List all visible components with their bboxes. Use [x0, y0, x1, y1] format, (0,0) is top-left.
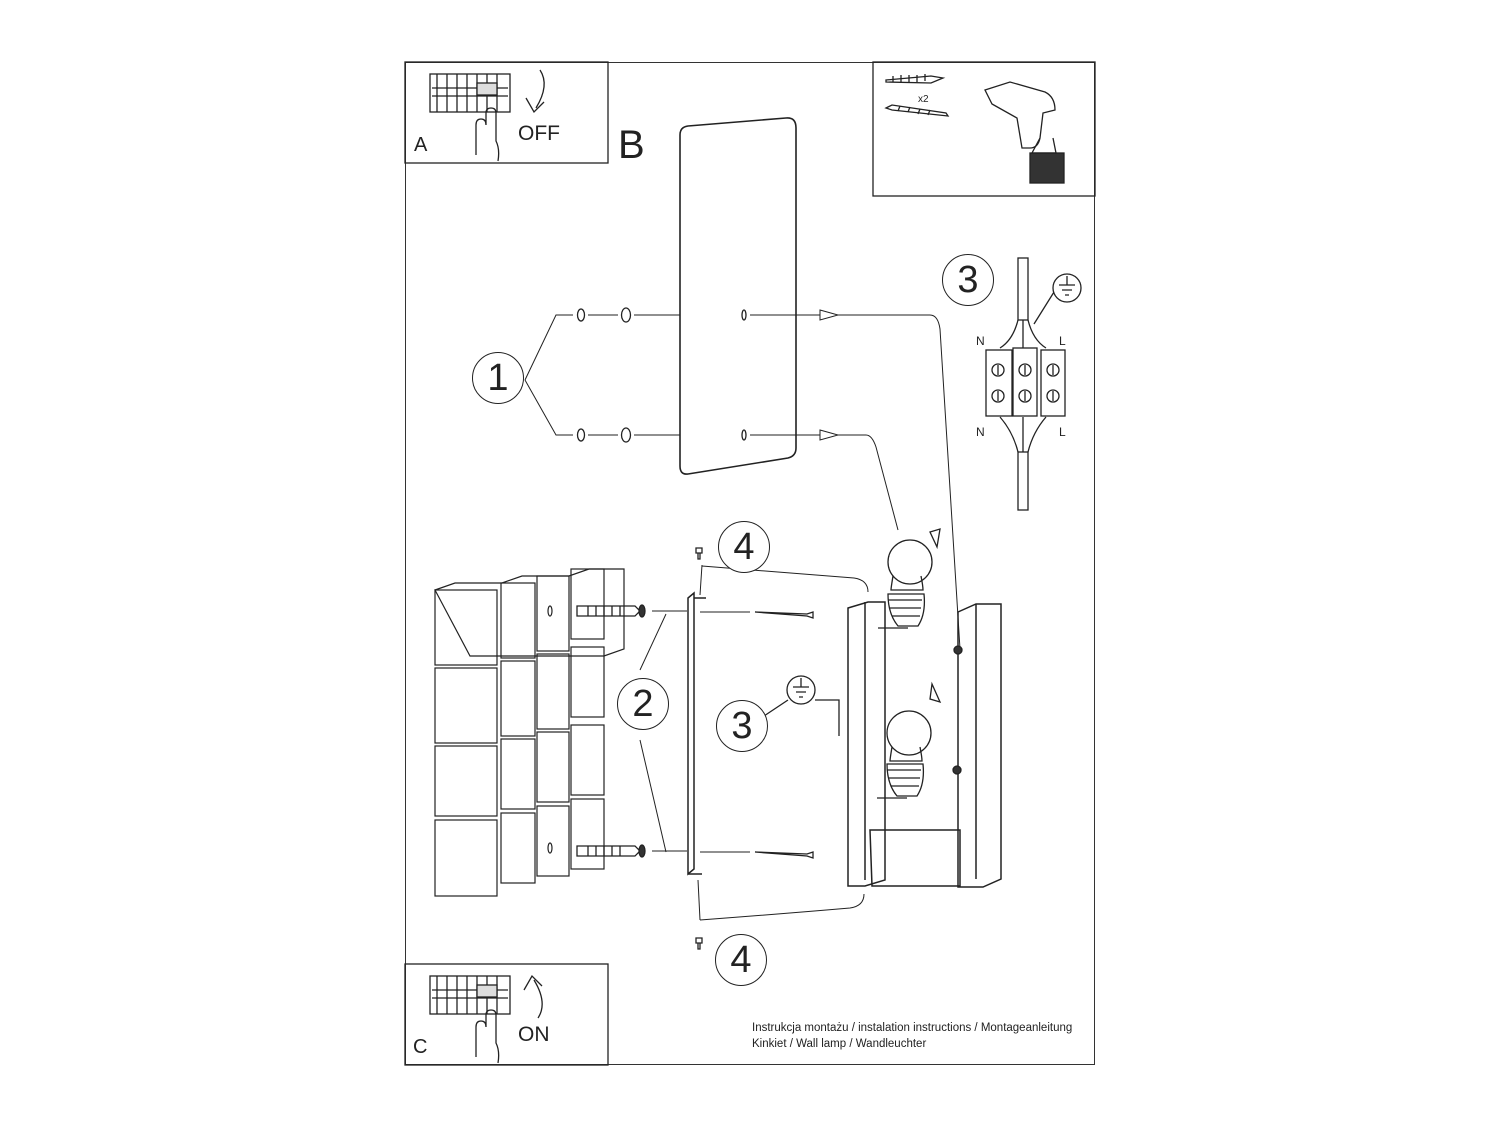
arrow-up-icon	[523, 974, 543, 1019]
wall-bricks	[434, 568, 625, 897]
arrow-down-icon	[525, 69, 545, 114]
direction-arrows	[929, 528, 963, 775]
step-1-badge: 1	[472, 352, 524, 404]
panel-c-box	[404, 963, 609, 1066]
on-label: ON	[518, 1023, 550, 1046]
cover-plate	[679, 117, 797, 475]
ground-symbol-icon	[1033, 273, 1082, 325]
hand-on-icon	[475, 1009, 500, 1064]
instruction-sheet	[405, 62, 1095, 1065]
panel-a-box	[404, 61, 609, 164]
panel-c-letter: C	[413, 1036, 428, 1058]
lamp-backplate	[847, 601, 886, 887]
neutral-bottom-label: N	[976, 425, 985, 439]
ground-symbol-mid-icon	[763, 675, 840, 736]
drill-icon	[984, 81, 1065, 184]
bracket-screws	[639, 610, 814, 859]
nut-icon	[576, 307, 632, 443]
step-3-terminal-badge: 3	[942, 254, 994, 306]
screw-icon	[884, 104, 950, 117]
live-bottom-label: L	[1059, 425, 1066, 439]
breaker-panel-off-icon	[429, 73, 511, 113]
breaker-panel-on-icon	[429, 975, 511, 1015]
neutral-top-label: N	[976, 334, 985, 348]
plate-screw-holes	[741, 309, 747, 441]
lamp-arm	[869, 603, 1002, 888]
step-4-top-badge: 4	[718, 521, 770, 573]
quantity-label: x2	[918, 94, 929, 105]
hand-off-icon	[475, 107, 500, 162]
step-3-ground-badge: 3	[716, 700, 768, 752]
wall-anchor-bottom	[576, 844, 646, 858]
caption-line-1: Instrukcja montażu / instalation instruc…	[752, 1022, 1073, 1034]
grub-screw-bottom-icon	[695, 879, 865, 950]
wall-anchor-top	[576, 604, 646, 618]
live-top-label: L	[1059, 334, 1066, 348]
off-label: OFF	[518, 122, 560, 145]
bulb-bottom-icon	[877, 710, 932, 799]
caption-line-2: Kinkiet / Wall lamp / Wandleuchter	[752, 1038, 927, 1050]
panel-b-letter: B	[618, 123, 645, 167]
step-2-badge: 2	[617, 678, 669, 730]
assembly-guide-lines	[524, 309, 961, 650]
mounting-bracket	[687, 591, 706, 876]
wire-bottom	[999, 416, 1047, 511]
wire-top	[999, 257, 1047, 349]
step-4-bottom-badge: 4	[715, 934, 767, 986]
panel-a-letter: A	[414, 134, 428, 156]
wall-plug-icon	[885, 74, 946, 84]
terminal-block	[985, 347, 1066, 417]
bulb-top-icon	[878, 539, 933, 629]
tools-box	[872, 61, 1096, 197]
